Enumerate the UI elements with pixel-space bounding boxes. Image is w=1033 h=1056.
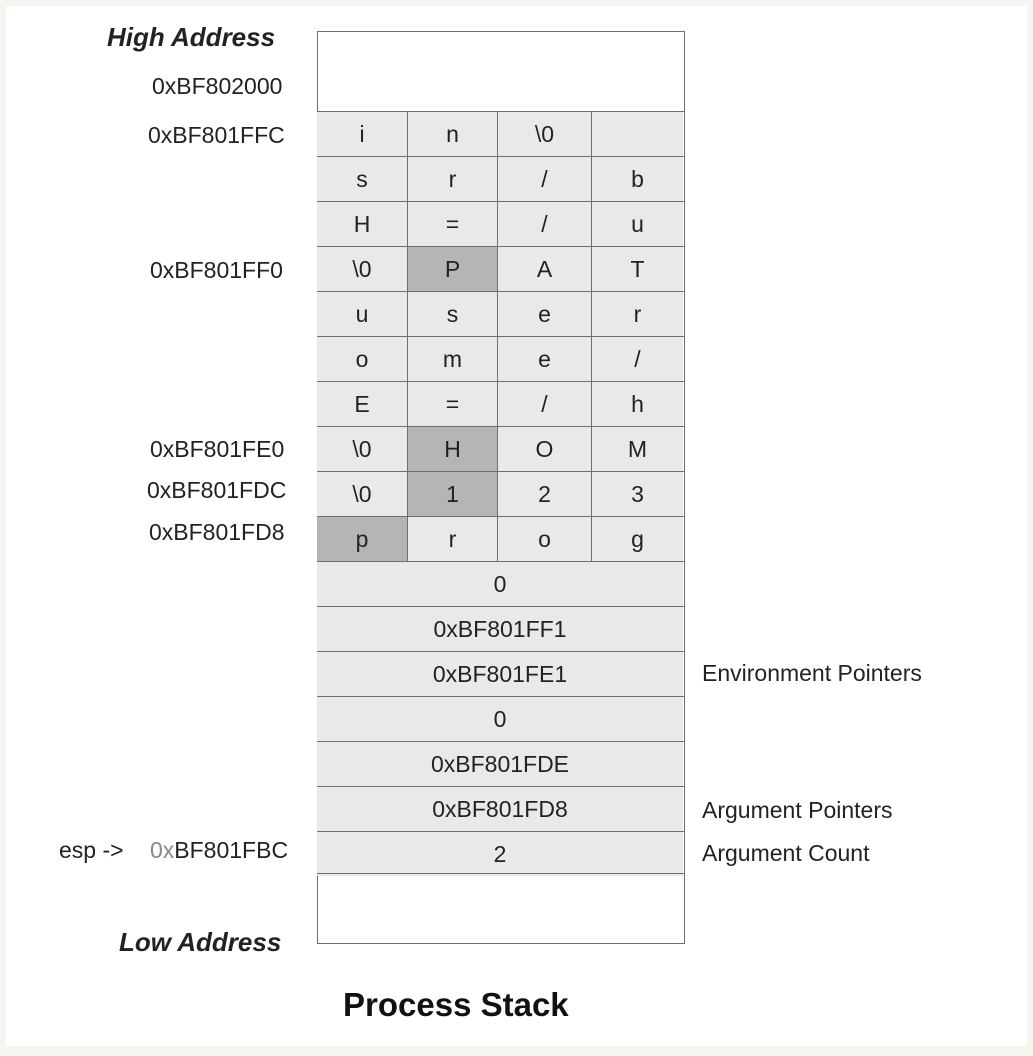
esp-pointer-label: esp -> [59, 837, 124, 863]
stack-byte-cell: T [592, 247, 683, 291]
stack-byte-cell: r [592, 292, 683, 336]
stack-byte-cell: p [317, 517, 408, 561]
stack-word-value: 0xBF801FF1 [317, 607, 683, 651]
stack-word-row: 0 [317, 696, 685, 741]
stack-byte-cell: \0 [317, 427, 408, 471]
stack-byte-cell: 2 [498, 472, 592, 516]
stack-byte-cell: M [592, 427, 683, 471]
stack-word-value: 0 [317, 697, 683, 741]
stack-byte-cell: / [592, 337, 683, 381]
stack-byte-cell: P [408, 247, 498, 291]
stack-word-row: 0xBF801FE1 [317, 651, 685, 696]
stack-byte-cell: o [498, 517, 592, 561]
stack-byte-cell: A [498, 247, 592, 291]
stack-byte-cell: h [592, 382, 683, 426]
stack-byte-cell: o [317, 337, 408, 381]
stack-byte-cell: s [408, 292, 498, 336]
argument-count-label: Argument Count [702, 840, 870, 866]
address-label: 0xBF801FFC [148, 122, 285, 148]
esp-address-label: 0xBF801FBC [150, 837, 288, 864]
stack-byte-cell: \0 [317, 472, 408, 516]
esp-address-value: BF801FBC [174, 837, 289, 863]
stack-byte-cell: b [592, 157, 683, 201]
stack-byte-cell: \0 [498, 112, 592, 156]
high-address-label: High Address [107, 22, 276, 52]
stack-byte-cell: / [498, 202, 592, 246]
address-label: 0xBF801FF0 [150, 257, 283, 283]
stack-word-row: 0xBF801FF1 [317, 606, 685, 651]
argument-pointers-label: Argument Pointers [702, 797, 893, 823]
stack-byte-cell: H [317, 202, 408, 246]
stack-word-row: 2 [317, 831, 685, 876]
stack-byte-cell: 1 [408, 472, 498, 516]
stack-byte-row: E=/h [317, 381, 685, 426]
diagram-title: Process Stack [343, 986, 569, 1023]
stack-byte-cell: e [498, 337, 592, 381]
stack-word-row: 0xBF801FDE [317, 741, 685, 786]
stack-byte-cell: r [408, 157, 498, 201]
esp-address-prefix: 0x [150, 837, 175, 863]
stack-word-row: 0 [317, 561, 685, 606]
stack-word-value: 2 [317, 832, 683, 876]
stack-byte-cell: m [408, 337, 498, 381]
stack-byte-cell: O [498, 427, 592, 471]
stack-byte-cell: g [592, 517, 683, 561]
stack-byte-cell: n [408, 112, 498, 156]
stack-byte-row: H=/u [317, 201, 685, 246]
address-label: 0xBF801FDC [147, 477, 287, 503]
stack-byte-cell: u [592, 202, 683, 246]
stack-byte-cell [592, 112, 683, 156]
environment-pointers-label: Environment Pointers [702, 660, 922, 686]
stack-word-value: 0xBF801FE1 [317, 652, 683, 696]
stack-word-value: 0 [317, 562, 683, 606]
address-label: 0xBF802000 [152, 73, 283, 99]
stack-bottom-divider [317, 873, 685, 874]
stack-byte-cell: = [408, 382, 498, 426]
stack-byte-cell: r [408, 517, 498, 561]
address-label: 0xBF801FE0 [150, 436, 285, 462]
stack-byte-cell: u [317, 292, 408, 336]
stack-byte-cell: E [317, 382, 408, 426]
stack-byte-cell: / [498, 157, 592, 201]
stack-byte-cell: e [498, 292, 592, 336]
address-label: 0xBF801FD8 [149, 519, 285, 545]
stack-byte-cell: H [408, 427, 498, 471]
low-address-label: Low Address [119, 927, 282, 957]
stack-word-row: 0xBF801FD8 [317, 786, 685, 831]
stack-byte-cell: / [498, 382, 592, 426]
stack-byte-cell: \0 [317, 247, 408, 291]
stack-byte-cell: 3 [592, 472, 683, 516]
stack-byte-cell: i [317, 112, 408, 156]
stack-word-value: 0xBF801FD8 [317, 787, 683, 831]
stack-byte-cell: = [408, 202, 498, 246]
stack-word-value: 0xBF801FDE [317, 742, 683, 786]
stack-byte-cell: s [317, 157, 408, 201]
